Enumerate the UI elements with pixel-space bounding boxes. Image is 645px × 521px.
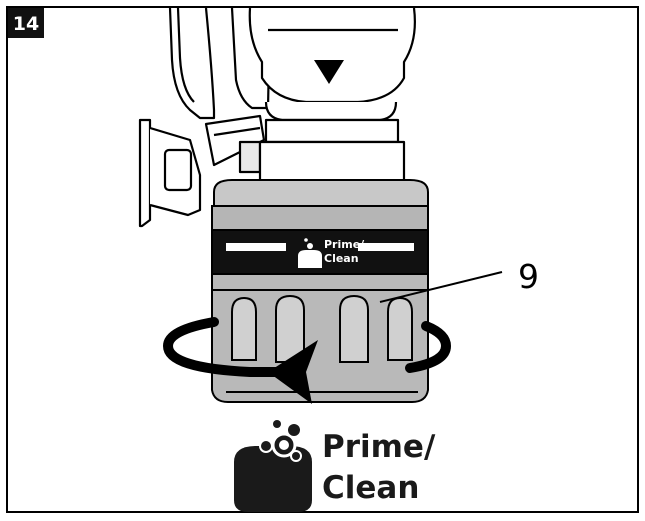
step-number: 14 xyxy=(13,13,39,35)
band-label-line1: Prime/ xyxy=(324,238,365,251)
legend-label-line1: Prime/ xyxy=(322,429,436,465)
callout-leader-line xyxy=(379,271,503,303)
collar-label-band: Prime/ Clean xyxy=(211,229,429,275)
collar-ribbed-knob xyxy=(211,273,429,403)
rotate-arrowhead-icon xyxy=(268,340,318,404)
callout-number: 9 xyxy=(518,257,539,296)
legend-prime-clean-icon xyxy=(234,420,312,512)
step-badge: 14 xyxy=(8,8,44,38)
collar-upper-ring xyxy=(211,179,429,233)
band-prime-clean-icon xyxy=(298,238,322,268)
sprayer-body xyxy=(138,7,416,228)
band-label-line2: Clean xyxy=(324,252,359,265)
legend-label-line2: Clean xyxy=(322,470,419,506)
down-arrow-icon xyxy=(314,60,344,84)
